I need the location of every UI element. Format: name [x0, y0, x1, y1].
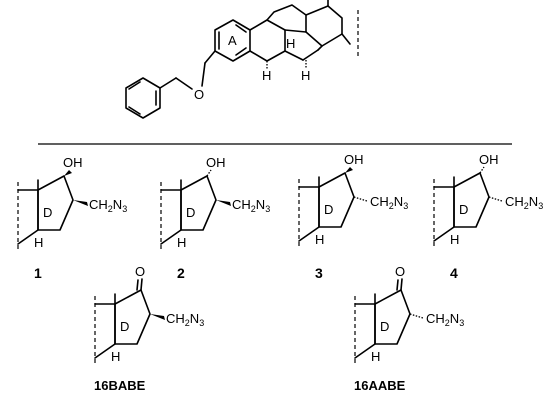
ring-d-label: D	[43, 205, 52, 220]
carbonyl-2	[136, 279, 139, 291]
ch2n3-label: CH2N3	[505, 194, 543, 211]
ring-a-label: A	[228, 33, 237, 48]
phenyl-ring	[125, 77, 161, 119]
ketone-o-label: O	[395, 264, 405, 279]
h-atom-14: H	[301, 68, 310, 83]
compound-1: D OH CH2N3 H 1	[17, 155, 127, 281]
ch2-ph-bond	[159, 77, 177, 89]
compound-label-1: 1	[34, 265, 42, 281]
ring-b-bonds	[249, 19, 286, 62]
ring-d-join	[317, 45, 323, 51]
ch2n3-label: CH2N3	[89, 197, 127, 214]
ch2n3-wedge	[216, 200, 231, 206]
ring-d-label: D	[459, 202, 468, 217]
compound-label-4: 4	[450, 265, 458, 281]
ch2n3-hash	[353, 196, 368, 202]
h-atom-8: H	[286, 36, 295, 51]
h-label: H	[315, 232, 324, 247]
oh-hash	[479, 166, 485, 174]
ring-d-label: D	[380, 319, 389, 334]
ring-d-label: D	[324, 202, 333, 217]
h-atom-9: H	[262, 68, 271, 83]
d-ring	[114, 289, 151, 345]
o-ch2-bond	[175, 77, 193, 90]
methyl-d	[341, 33, 351, 45]
oh-wedge	[345, 167, 353, 173]
ring-a-double-1	[235, 24, 247, 33]
ch2n3-label: CH2N3	[232, 197, 270, 214]
compound-label-3: 3	[315, 265, 323, 281]
steroid-scaffold: A H H H O	[125, 0, 359, 119]
carbonyl-1	[400, 278, 403, 291]
compound-16babe: D O CH2N3 H 16BABE	[94, 264, 204, 393]
ring-d-label: D	[120, 319, 129, 334]
o-link	[201, 62, 206, 87]
ch2n3-wedge	[73, 200, 88, 206]
ring-c-lower	[284, 50, 304, 61]
ch2n3-hash	[409, 313, 424, 319]
oh-label: OH	[344, 152, 364, 167]
ch2n3-label: CH2N3	[370, 194, 408, 211]
compound-2: D OH CH2N3 H 2	[160, 155, 270, 281]
oh-label: OH	[63, 155, 83, 170]
oxygen-atom: O	[194, 87, 204, 102]
ch2n3-label: CH2N3	[426, 311, 464, 328]
h-label: H	[34, 235, 43, 250]
compound-4: D OH CH2N3 H 4	[433, 152, 543, 281]
ch2n3-wedge	[150, 314, 165, 320]
phenyl-double-2	[128, 106, 141, 115]
oh-label: OH	[479, 152, 499, 167]
d-ring	[374, 289, 411, 345]
d-ring	[180, 175, 217, 231]
oh-label: OH	[206, 155, 226, 170]
phenyl-double-3	[128, 81, 141, 90]
compound-16aabe: D O CH2N3 H 16AABE	[354, 264, 464, 393]
h-label: H	[450, 232, 459, 247]
ar-o-bond	[204, 50, 216, 64]
d-ring	[318, 172, 355, 228]
compound-label-16babe: 16BABE	[94, 378, 146, 393]
ketone-o-label: O	[135, 264, 145, 279]
ring-d-label: D	[186, 205, 195, 220]
ch2n3-hash	[488, 196, 503, 202]
carbonyl-2	[396, 279, 399, 291]
ring-a-double-2	[235, 47, 247, 56]
h-label: H	[177, 235, 186, 250]
oh-wedge	[64, 170, 72, 176]
ring-c-lower-2	[302, 49, 319, 61]
h-label: H	[111, 349, 120, 364]
ring-d-bonds	[305, 5, 343, 47]
ring-c-bonds	[266, 4, 307, 33]
d-ring	[453, 172, 490, 228]
compound-label-2: 2	[177, 265, 185, 281]
carbonyl-1	[140, 278, 143, 291]
compound-3: D OH CH2N3 H 3	[298, 152, 408, 281]
ch2n3-label: CH2N3	[166, 311, 204, 328]
d-ring	[37, 175, 74, 231]
h-label: H	[371, 349, 380, 364]
oh-hash	[206, 169, 212, 177]
compound-label-16aabe: 16AABE	[354, 378, 406, 393]
